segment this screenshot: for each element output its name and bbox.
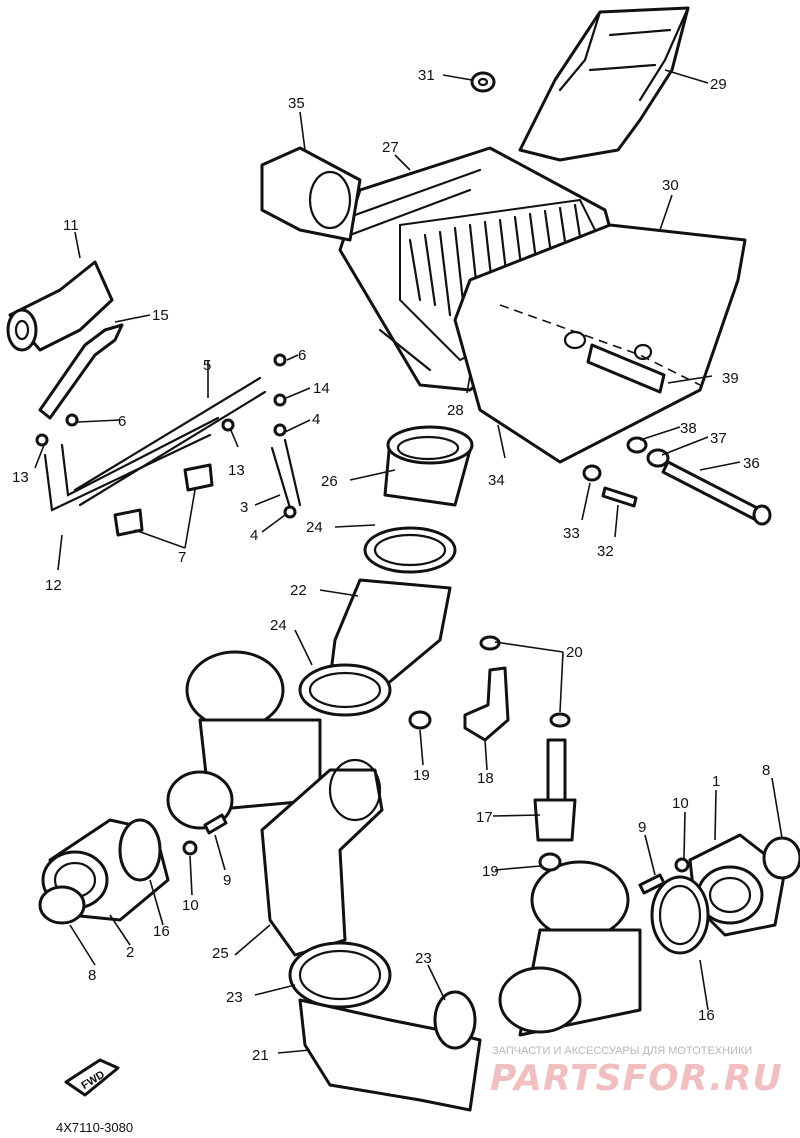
callout-6: 6 bbox=[118, 413, 126, 430]
callout-20: 20 bbox=[566, 644, 583, 661]
washers-37-38 bbox=[626, 436, 670, 468]
air-duct-29 bbox=[518, 6, 690, 162]
callout-23: 23 bbox=[415, 950, 432, 967]
callout-17: 17 bbox=[476, 809, 493, 826]
reference-code: 4X7110-3080 bbox=[56, 1120, 133, 1135]
callout-10: 10 bbox=[672, 795, 689, 812]
clamp-24-upper bbox=[363, 526, 457, 574]
callout-33: 33 bbox=[563, 525, 580, 542]
callout-5: 5 bbox=[203, 357, 211, 374]
callout-13: 13 bbox=[12, 469, 29, 486]
callout-9: 9 bbox=[638, 819, 646, 836]
watermark: ЗАПЧАСТИ И АКСЕССУАРЫ ДЛЯ МОТОТЕХНИКИ PA… bbox=[490, 1045, 783, 1099]
ring-8-right bbox=[762, 836, 800, 880]
callout-28: 28 bbox=[447, 402, 464, 419]
nut-33 bbox=[582, 464, 602, 482]
callout-18: 18 bbox=[477, 770, 494, 787]
hose-12 bbox=[43, 416, 220, 512]
airbox-right-joint bbox=[498, 860, 642, 1037]
callout-8: 8 bbox=[88, 967, 96, 984]
callout-9: 9 bbox=[223, 872, 231, 889]
clamp-24-lower bbox=[298, 663, 392, 717]
grommet-31 bbox=[470, 71, 496, 93]
callout-39: 39 bbox=[722, 370, 739, 387]
clips-6-13-14 bbox=[35, 353, 297, 519]
watermark-brand: PARTSFOR.RU bbox=[490, 1058, 783, 1099]
callout-2: 2 bbox=[126, 944, 134, 961]
clips-7 bbox=[113, 463, 214, 537]
callout-36: 36 bbox=[743, 455, 760, 472]
bracket-15 bbox=[38, 323, 124, 420]
callout-13: 13 bbox=[228, 462, 245, 479]
callout-10: 10 bbox=[182, 897, 199, 914]
callout-19: 19 bbox=[482, 863, 499, 880]
ring-8-left bbox=[38, 885, 86, 925]
callout-26: 26 bbox=[321, 473, 338, 490]
callout-34: 34 bbox=[488, 472, 505, 489]
callout-7: 7 bbox=[178, 549, 186, 566]
callout-16: 16 bbox=[698, 1007, 715, 1024]
callout-21: 21 bbox=[252, 1047, 269, 1064]
breather-fitting-11 bbox=[6, 260, 114, 352]
leader-lines bbox=[34, 69, 783, 1054]
airbox-left-joint bbox=[166, 650, 322, 830]
callout-16: 16 bbox=[153, 923, 170, 940]
clamp-23-right bbox=[433, 990, 477, 1050]
fwd-arrow-icon: FWD bbox=[64, 1058, 120, 1097]
callout-14: 14 bbox=[313, 380, 330, 397]
callout-27: 27 bbox=[382, 139, 399, 156]
clamp-23-left bbox=[288, 941, 392, 1009]
hose-3 bbox=[270, 438, 302, 510]
fitting-18 bbox=[463, 666, 510, 742]
duct-21 bbox=[298, 998, 482, 1112]
joint-1 bbox=[688, 833, 787, 937]
watermark-tagline: ЗАПЧАСТИ И АКСЕССУАРЫ ДЛЯ МОТОТЕХНИКИ bbox=[492, 1045, 752, 1057]
cover-30 bbox=[453, 223, 747, 464]
callout-4: 4 bbox=[312, 411, 320, 428]
callout-1: 1 bbox=[712, 773, 720, 790]
callout-22: 22 bbox=[290, 582, 307, 599]
callout-3: 3 bbox=[240, 499, 248, 516]
screw-32 bbox=[601, 486, 638, 508]
hose-5 bbox=[73, 376, 267, 507]
callout-8: 8 bbox=[762, 762, 770, 779]
clamp-16-left bbox=[118, 818, 162, 882]
collar-39 bbox=[586, 343, 666, 394]
hose-17 bbox=[533, 738, 577, 842]
callout-labels: 1 2 3 4 4 5 6 6 7 8 8 9 9 10 10 11 12 13… bbox=[12, 67, 770, 1064]
callout-24: 24 bbox=[270, 617, 287, 634]
callout-25: 25 bbox=[212, 945, 229, 962]
callout-23: 23 bbox=[226, 989, 243, 1006]
callout-38: 38 bbox=[680, 420, 697, 437]
callout-31: 31 bbox=[418, 67, 435, 84]
callout-19: 19 bbox=[413, 767, 430, 784]
callout-12: 12 bbox=[45, 577, 62, 594]
callout-6: 6 bbox=[298, 347, 306, 364]
duct-26 bbox=[383, 425, 474, 507]
callout-11: 11 bbox=[63, 217, 79, 234]
callout-37: 37 bbox=[710, 430, 727, 447]
callout-15: 15 bbox=[152, 307, 169, 324]
callout-24: 24 bbox=[306, 519, 323, 536]
bolt-36 bbox=[661, 460, 772, 526]
callout-4: 4 bbox=[250, 527, 258, 544]
screws-9-10 bbox=[182, 813, 690, 895]
callout-35: 35 bbox=[288, 95, 305, 112]
callout-29: 29 bbox=[710, 76, 727, 93]
clamp-16-right bbox=[650, 875, 710, 955]
callout-32: 32 bbox=[597, 543, 614, 560]
clips-19-20 bbox=[408, 635, 571, 872]
callout-30: 30 bbox=[662, 177, 679, 194]
duct-25 bbox=[260, 758, 384, 957]
joint-35 bbox=[260, 146, 362, 242]
